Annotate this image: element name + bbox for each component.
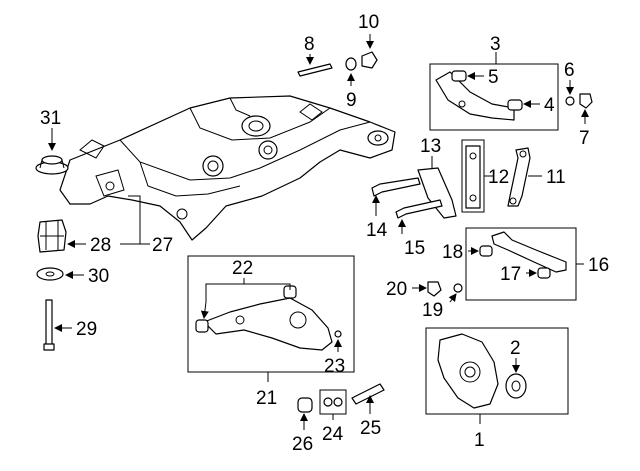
clip-23[interactable] [334,330,342,338]
washer-19[interactable] [453,283,463,293]
bolt-14[interactable] [371,177,421,197]
upper-arm-group-box [429,63,559,131]
knuckle-group-box [425,327,569,415]
callout-19: 19 [422,300,443,321]
callout-23: 23 [324,356,345,377]
leader-19 [448,293,457,303]
lower-control-arm[interactable] [203,297,333,351]
bushing-22a[interactable] [195,319,209,333]
nut-20[interactable] [427,281,442,297]
bushing-4[interactable] [507,99,523,111]
callout-8: 8 [304,34,315,55]
nut-10[interactable] [361,51,378,69]
callout-25: 25 [360,418,381,439]
callout-22: 22 [232,258,253,279]
bushing-2[interactable] [505,373,527,399]
callout-26: 26 [292,434,313,455]
callout-20: 20 [386,279,407,300]
callout-4: 4 [544,95,555,116]
bolt-15[interactable] [395,199,443,219]
callout-5: 5 [488,67,499,88]
mount-washer[interactable] [36,267,64,281]
toe-link-pin[interactable] [297,63,333,77]
callout-16: 16 [588,255,609,276]
bracket-12[interactable] [465,145,481,209]
callout-29: 29 [76,319,97,340]
bushing-9[interactable] [345,57,357,71]
leader-22 [204,283,291,318]
upper-control-arm[interactable] [435,71,515,121]
bushing-18[interactable] [479,245,493,257]
callout-28: 28 [90,235,111,256]
bushing-26[interactable] [297,397,313,413]
callout-2: 2 [510,338,521,359]
callout-7: 7 [579,128,590,149]
callout-31: 31 [40,108,61,129]
callout-24: 24 [322,424,344,445]
lower-link[interactable] [491,231,567,273]
callout-6: 6 [564,60,575,81]
callout-1: 1 [474,430,485,451]
callout-30: 30 [88,266,109,287]
mount-bushing[interactable] [37,219,67,253]
callout-13: 13 [420,136,441,157]
callout-3: 3 [490,34,501,55]
bushing-17[interactable] [537,267,551,279]
leader-27 [128,195,150,245]
bolt-25[interactable] [351,383,385,405]
callout-12: 12 [488,167,509,188]
lower-arm-group-box [187,255,355,373]
subframe-crossmember[interactable] [59,95,396,241]
callout-18: 18 [442,242,463,263]
trailing-link-11[interactable] [507,147,531,207]
washer-6[interactable] [565,96,575,106]
nut-7[interactable] [579,93,593,109]
callout-27: 27 [152,235,173,256]
steering-knuckle[interactable] [437,333,499,409]
callout-14: 14 [366,220,388,241]
callout-21: 21 [256,388,277,409]
bracket-13[interactable] [417,167,457,219]
callout-10: 10 [358,12,379,33]
bushing-5[interactable] [451,70,467,82]
callout-17: 17 [500,264,521,285]
mount-insulator-upper[interactable] [35,155,69,175]
callout-15: 15 [404,238,425,259]
mount-bolt[interactable] [43,299,55,351]
bushing-24[interactable] [323,397,343,407]
callout-9: 9 [346,90,357,111]
callout-11: 11 [546,167,566,188]
